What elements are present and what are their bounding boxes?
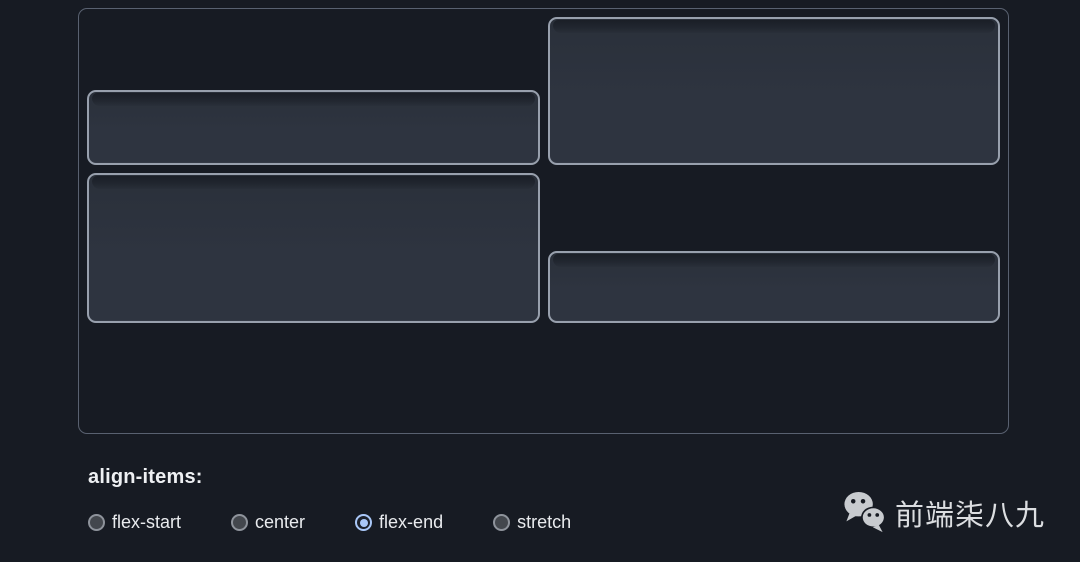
align-items-label: align-items: <box>88 466 203 488</box>
wechat-icon <box>844 491 886 533</box>
radio-button-icon[interactable] <box>88 514 105 531</box>
flex-item-2 <box>547 17 1000 165</box>
radio-button-icon[interactable] <box>493 514 511 531</box>
radio-button-icon[interactable] <box>231 514 249 531</box>
radio-option-flex-end[interactable]: flex-end <box>355 512 443 533</box>
radio-option-stretch[interactable]: stretch <box>493 512 571 533</box>
brand-name: 前端柒八九 <box>894 499 1045 532</box>
radio-option-flex-start[interactable]: flex-start <box>88 512 181 533</box>
flex-item-4 <box>547 251 1000 323</box>
radio-option-label: flex-end <box>379 512 444 532</box>
radio-option-center[interactable]: center <box>231 512 305 533</box>
radio-group: flex-start center flex-end stretch <box>88 512 571 533</box>
flex-container <box>78 8 1009 434</box>
radio-option-label: center <box>255 512 306 532</box>
brand-watermark: 前端柒八九 <box>841 489 1045 536</box>
flex-item-3 <box>87 173 540 323</box>
flex-item-1 <box>87 90 540 165</box>
align-items-controls: align-items: flex-start center flex-end … <box>88 466 571 533</box>
radio-option-label: flex-start <box>112 512 182 532</box>
radio-button-icon[interactable] <box>355 514 373 531</box>
radio-option-label: stretch <box>517 512 572 532</box>
